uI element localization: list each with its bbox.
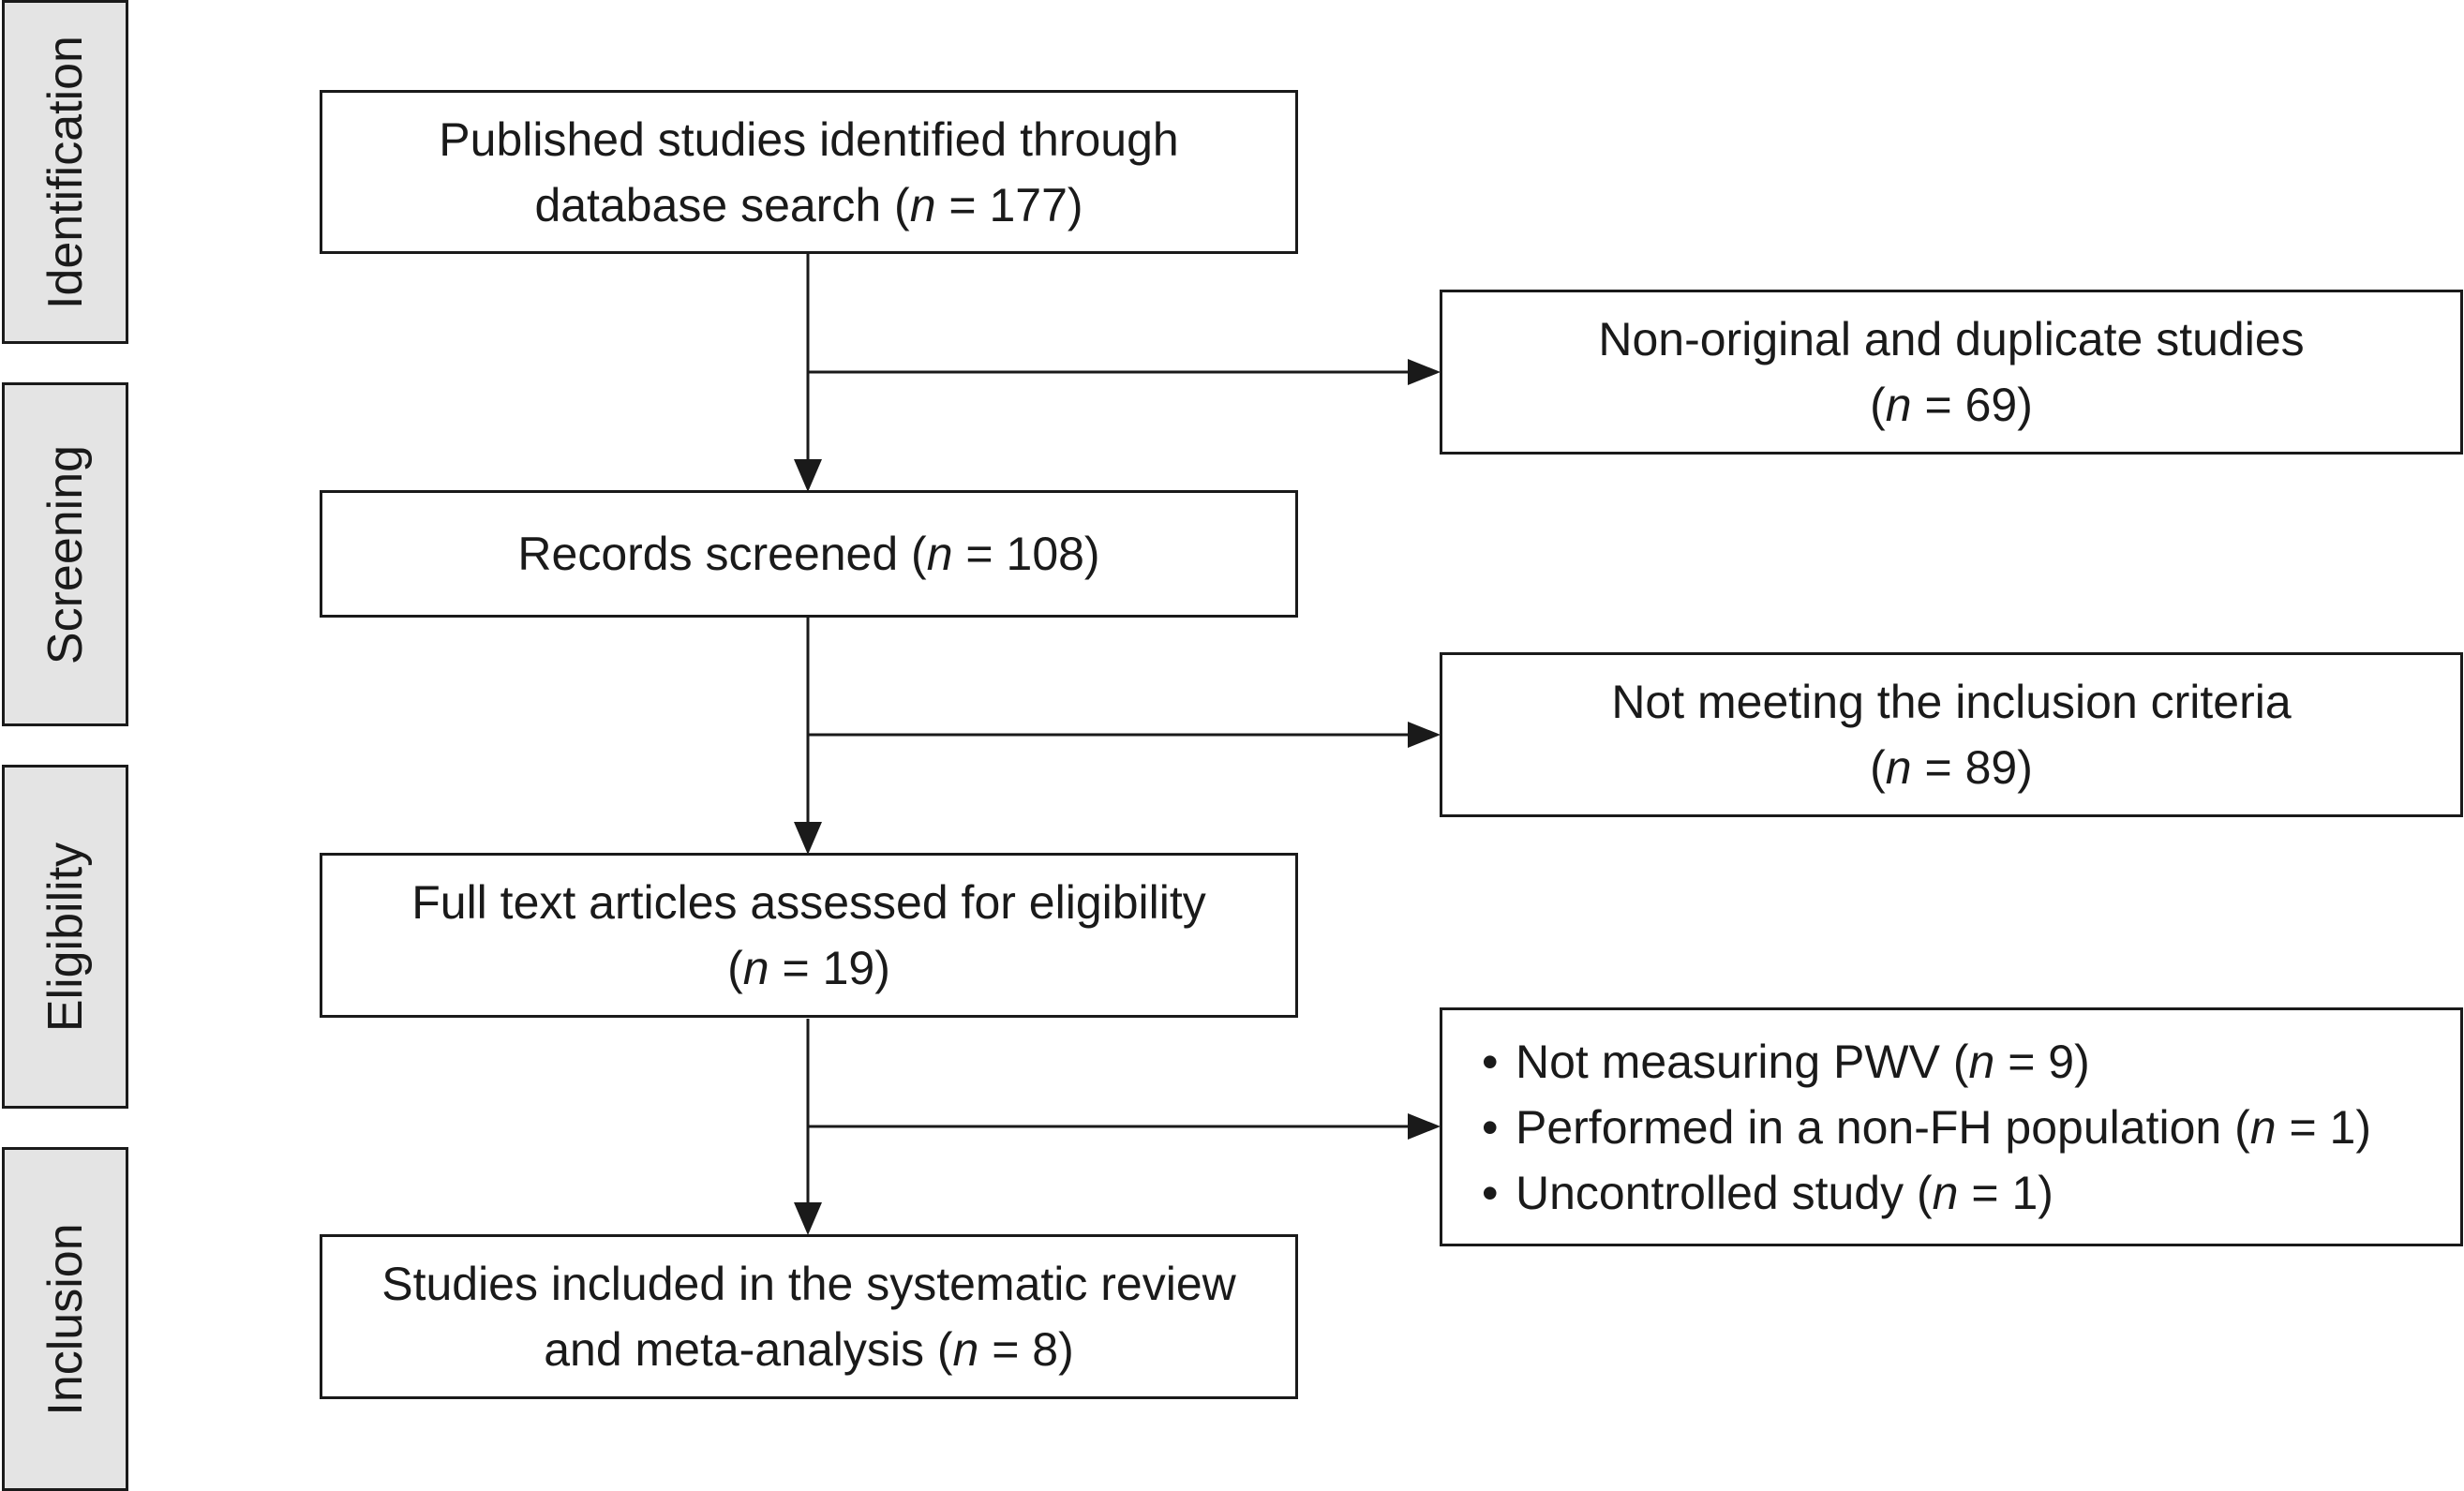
arrowhead-to-assessed [794, 822, 822, 855]
criteria-line1: Not meeting the inclusion criteria [1611, 676, 2292, 728]
arrowhead-to-screened [794, 459, 822, 492]
stage-eligibility: Eligibility [2, 765, 128, 1109]
arrowhead-to-criteria [1408, 722, 1441, 748]
arrowhead-to-reasons [1408, 1113, 1441, 1140]
stage-inclusion: Inclusion [2, 1147, 128, 1491]
arrowhead-to-duplicates [1408, 359, 1441, 385]
exclusion-reasons-list: •Not measuring PWV (n = 9) •Performed in… [1482, 1029, 2371, 1226]
included-line1: Studies included in the systematic revie… [381, 1258, 1236, 1310]
screened-line1: Records screened (n = 108) [517, 528, 1100, 580]
identified-line1: Published studies identified through [439, 112, 1179, 166]
assessed-line2: (n = 19) [727, 942, 890, 994]
list-item: •Performed in a non-FH population (n = 1… [1482, 1100, 2372, 1154]
criteria-line2: (n = 89) [1870, 741, 2033, 794]
box-records-screened: Records screened (n = 108) [320, 490, 1298, 618]
box-studies-included: Studies included in the systematic revie… [320, 1234, 1298, 1399]
stage-screening: Screening [2, 382, 128, 726]
duplicates-line1: Non-original and duplicate studies [1598, 313, 2305, 365]
included-line2: and meta-analysis (n = 8) [544, 1323, 1074, 1376]
list-item: •Not measuring PWV (n = 9) [1482, 1035, 2090, 1088]
stage-identification: Identification [2, 0, 128, 344]
arrowhead-to-included [794, 1202, 822, 1235]
box-excluded-duplicates: Non-original and duplicate studies (n = … [1440, 290, 2463, 455]
assessed-line1: Full text articles assessed for eligibil… [411, 876, 1206, 929]
box-studies-identified: Published studies identified through dat… [320, 90, 1298, 254]
box-excluded-criteria: Not meeting the inclusion criteria (n = … [1440, 652, 2463, 817]
duplicates-line2: (n = 69) [1870, 379, 2033, 431]
box-full-text-assessed: Full text articles assessed for eligibil… [320, 853, 1298, 1018]
identified-line2: database search (n = 177) [534, 178, 1083, 231]
list-item: •Uncontrolled study (n = 1) [1482, 1166, 2053, 1219]
box-excluded-reasons: •Not measuring PWV (n = 9) •Performed in… [1440, 1007, 2463, 1246]
